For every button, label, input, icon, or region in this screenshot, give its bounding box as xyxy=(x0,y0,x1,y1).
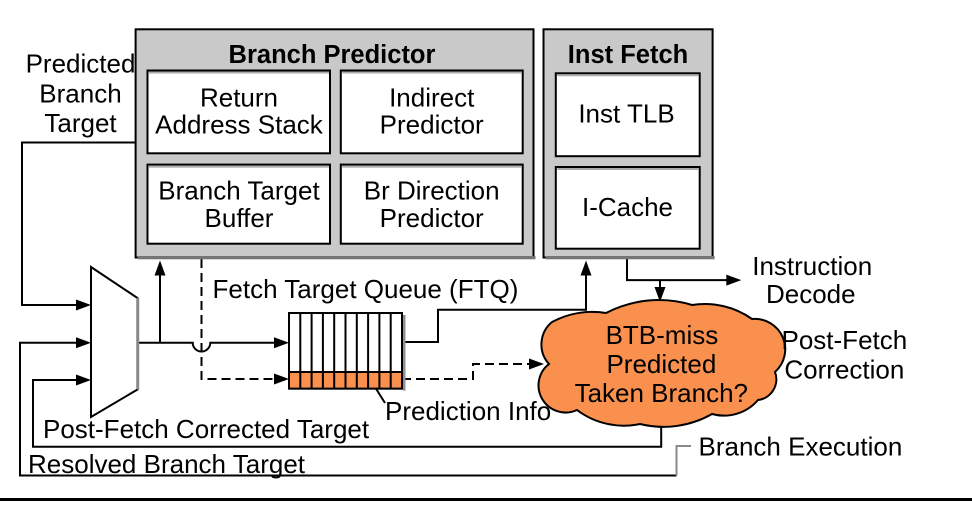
svg-text:Branch Target: Branch Target xyxy=(158,176,320,206)
svg-text:Resolved Branch Target: Resolved Branch Target xyxy=(28,449,306,479)
svg-text:Branch Predictor: Branch Predictor xyxy=(229,41,436,69)
svg-text:BTB-miss: BTB-miss xyxy=(606,320,719,350)
svg-text:Post-Fetch: Post-Fetch xyxy=(782,325,908,355)
svg-text:Inst TLB: Inst TLB xyxy=(578,99,674,129)
svg-text:Decode: Decode xyxy=(766,279,856,309)
svg-text:Return: Return xyxy=(200,83,278,113)
svg-text:Branch Execution: Branch Execution xyxy=(699,431,903,461)
svg-text:Indirect: Indirect xyxy=(389,83,475,113)
svg-text:Target: Target xyxy=(44,108,117,138)
svg-text:Predicted: Predicted xyxy=(26,48,136,78)
svg-text:Instruction: Instruction xyxy=(752,251,872,281)
svg-text:Br Direction: Br Direction xyxy=(364,176,500,206)
svg-text:Taken Branch?: Taken Branch? xyxy=(575,378,748,408)
svg-text:I-Cache: I-Cache xyxy=(582,192,673,222)
svg-text:Address Stack: Address Stack xyxy=(155,110,324,140)
svg-text:Buffer: Buffer xyxy=(205,203,274,233)
svg-text:Inst Fetch: Inst Fetch xyxy=(568,41,688,69)
svg-text:Predictor: Predictor xyxy=(380,110,484,140)
svg-text:Prediction Info: Prediction Info xyxy=(385,396,551,426)
svg-text:Post-Fetch Corrected Target: Post-Fetch Corrected Target xyxy=(43,414,370,444)
svg-text:Fetch Target Queue (FTQ): Fetch Target Queue (FTQ) xyxy=(213,274,519,304)
svg-text:Branch: Branch xyxy=(39,79,121,109)
svg-text:Correction: Correction xyxy=(784,354,904,384)
svg-text:Predictor: Predictor xyxy=(380,203,484,233)
svg-text:Predicted: Predicted xyxy=(606,349,716,379)
